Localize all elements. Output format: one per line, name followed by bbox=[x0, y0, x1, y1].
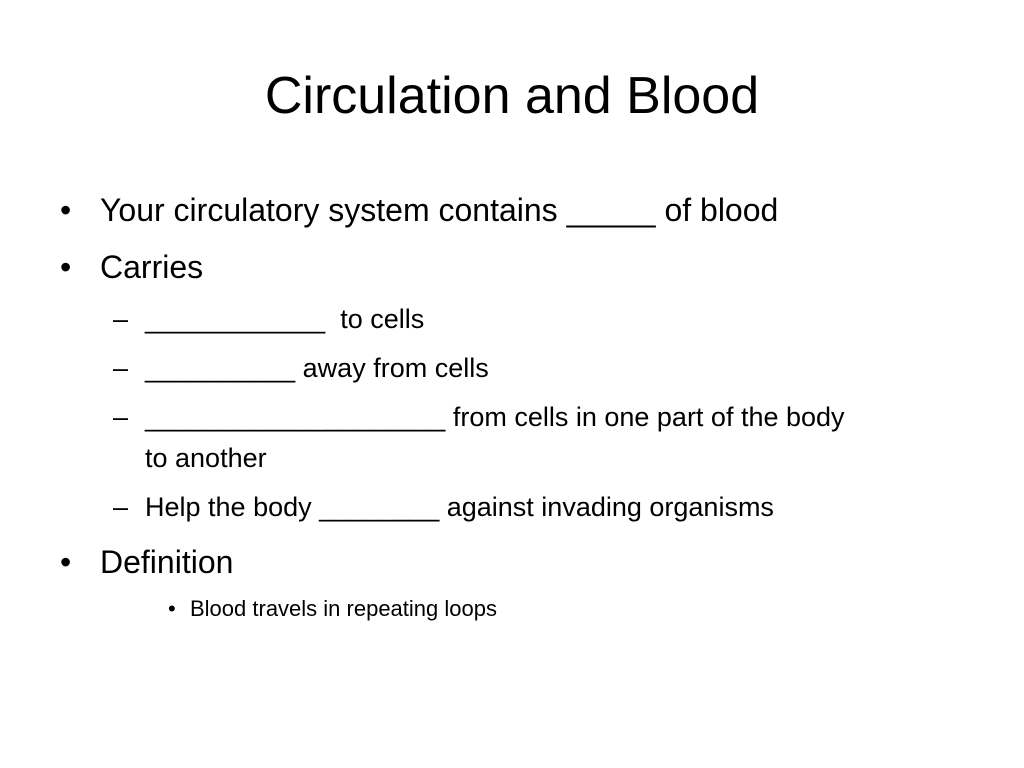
dash-marker: – bbox=[113, 492, 129, 522]
dash-marker: – bbox=[113, 353, 129, 383]
subbullet-from-cells: – ____________________ from cells in one… bbox=[113, 400, 973, 434]
bullet-text: Your circulatory system contains _____ o… bbox=[100, 192, 779, 228]
subbullet-away-from-cells: – __________ away from cells bbox=[113, 351, 973, 385]
subsubbullet-text: Blood travels in repeating loops bbox=[190, 596, 497, 621]
subbullet-text: __________ away from cells bbox=[145, 353, 489, 383]
subsubbullet-blood-loops: • Blood travels in repeating loops bbox=[168, 595, 968, 623]
bullet-carries: • Carries bbox=[60, 247, 960, 287]
bullet-circulatory-system: • Your circulatory system contains _____… bbox=[60, 190, 960, 230]
dash-marker: – bbox=[113, 304, 129, 334]
slide-title: Circulation and Blood bbox=[264, 67, 760, 125]
subbullet-help-body: – Help the body ________ against invadin… bbox=[113, 490, 973, 524]
bullet-marker: • bbox=[60, 192, 72, 228]
bullet-marker: • bbox=[168, 596, 176, 621]
subbullet-text: ____________ to cells bbox=[145, 304, 425, 334]
dash-marker: – bbox=[113, 402, 129, 432]
subbullet-text: Help the body ________ against invading … bbox=[145, 492, 774, 522]
subbullet-to-cells: – ____________ to cells bbox=[113, 302, 973, 336]
bullet-text: Carries bbox=[100, 249, 204, 285]
bullet-text: Definition bbox=[100, 544, 234, 580]
subbullet-text: ____________________ from cells in one p… bbox=[145, 402, 845, 432]
bullet-marker: • bbox=[60, 544, 72, 580]
subbullet-continuation: to another bbox=[113, 441, 973, 475]
bullet-definition: • Definition bbox=[60, 542, 960, 582]
subbullet-text: to another bbox=[145, 443, 267, 473]
bullet-marker: • bbox=[60, 249, 72, 285]
